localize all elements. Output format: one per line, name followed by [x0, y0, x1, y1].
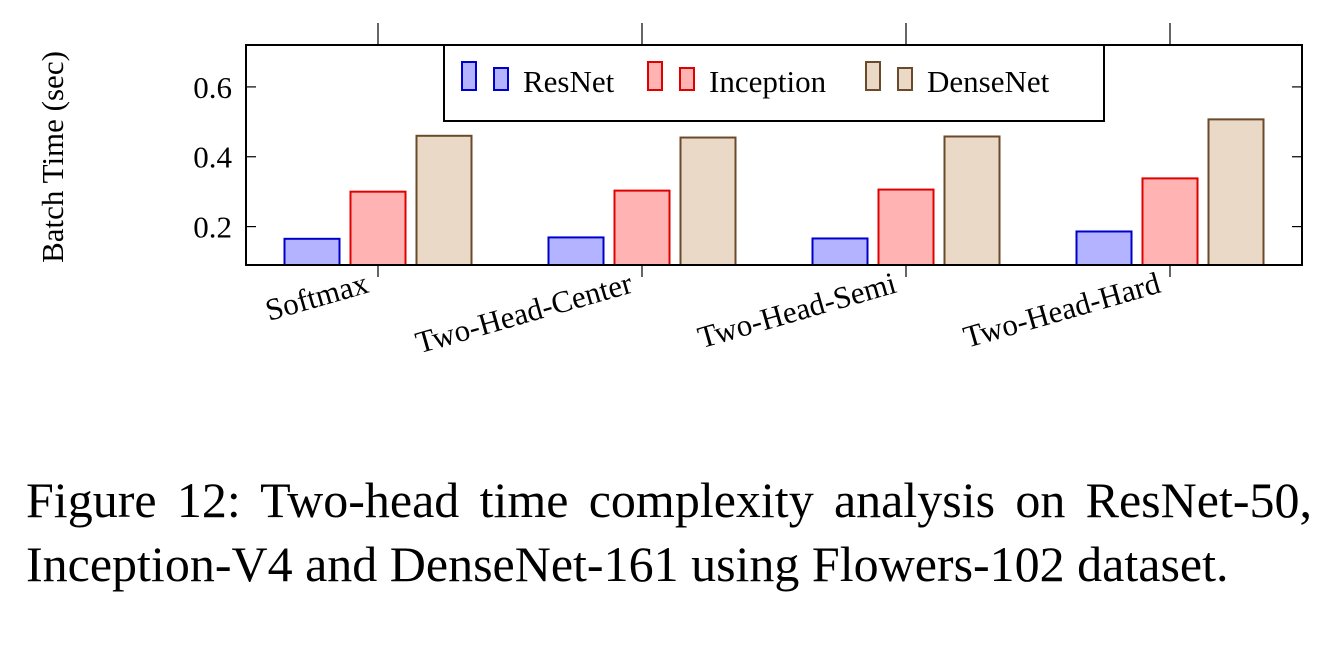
bar-densenet-two-head-center [679, 136, 737, 267]
x-tick-label: Softmax [261, 265, 372, 328]
bar-inception-softmax [349, 190, 407, 267]
legend-label-inception: Inception [709, 64, 827, 99]
bar-densenet-two-head-hard [1207, 118, 1265, 266]
figure-caption: Figure 12: Two-head time complexity anal… [26, 472, 1312, 592]
legend-swatch-resnet [493, 67, 509, 91]
bar-resnet-two-head-semi [811, 237, 869, 266]
y-tick-label: 0.2 [193, 210, 232, 245]
axis-ticks [246, 23, 1302, 277]
legend-box [443, 44, 1105, 122]
legend: ResNet Inception DenseNet [443, 44, 1105, 122]
y-tick-labels: 0.2 0.4 0.6 [193, 70, 232, 245]
legend-swatch-densenet [897, 67, 913, 91]
legend-label-resnet: ResNet [523, 64, 615, 99]
bar-resnet-two-head-center [547, 236, 605, 267]
x-tick-label: Two-Head-Center [412, 265, 637, 360]
legend-swatch-densenet [865, 61, 881, 91]
bar-densenet-two-head-semi [943, 135, 1001, 266]
bar-inception-two-head-semi [877, 188, 935, 266]
x-tick-labels: Softmax Two-Head-Center Two-Head-Semi Two-H… [261, 265, 1164, 360]
legend-label-densenet: DenseNet [927, 64, 1050, 99]
bar-resnet-softmax [283, 237, 341, 266]
bars-layer [283, 118, 1265, 267]
bar-inception-two-head-hard [1141, 177, 1199, 266]
bar-resnet-two-head-hard [1075, 230, 1133, 267]
y-tick-label: 0.4 [193, 140, 232, 175]
legend-swatch-inception [647, 61, 663, 91]
legend-swatch-resnet [461, 61, 477, 91]
bar-densenet-softmax [415, 134, 473, 266]
bar-chart: 0.2 0.4 0.6 Softmax Two-Head-Center Two-Head… [35, 23, 1303, 360]
bar-inception-two-head-center [613, 189, 671, 266]
x-tick-label: Two-Head-Semi [694, 265, 901, 355]
y-axis-label: Batch Time (sec) [35, 51, 70, 263]
x-tick-label: Two-Head-Hard [959, 265, 1164, 355]
legend-swatch-inception [679, 67, 695, 91]
y-tick-label: 0.6 [193, 70, 232, 105]
